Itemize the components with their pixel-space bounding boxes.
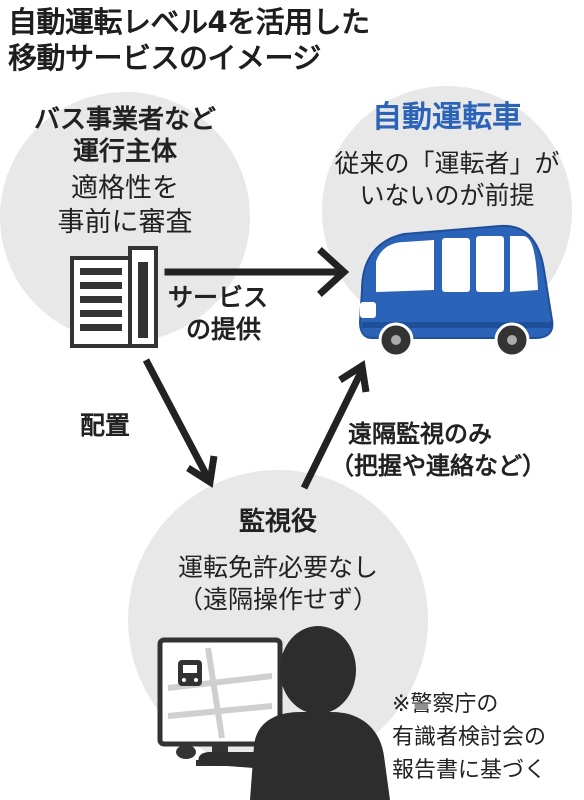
source-note: ※警察庁の 有識者検討会の 報告書に基づく <box>392 688 582 787</box>
service-label-line-2: の提供 <box>186 315 262 344</box>
vehicle-heading: 自動運転車 <box>372 100 522 135</box>
assign-label: 配置 <box>80 411 131 440</box>
note-line-3: 報告書に基づく <box>392 758 547 783</box>
vehicle-desc-line-1: 従来の「運転者」が <box>334 149 560 178</box>
bus-icon <box>358 224 554 358</box>
monitor-description: 運転免許必要なし （遠隔操作せず） <box>128 552 428 616</box>
remote-monitor-label-line-2: （把握や連絡など） <box>330 452 546 480</box>
monitor-heading: 監視役 <box>238 507 317 537</box>
operator-description: 適格性を 事前に審査 <box>0 172 250 240</box>
operator-desc-line-1: 適格性を <box>71 173 179 204</box>
service-arrow <box>164 247 350 297</box>
assign-arrow <box>142 358 218 488</box>
operator-heading-line-1: バス事業者など <box>33 105 216 135</box>
operator-desc-line-2: 事前に審査 <box>57 207 193 238</box>
note-line-1: ※警察庁の <box>392 692 499 717</box>
remote-monitor-label-line-1: 遠隔監視のみ <box>348 420 492 448</box>
monitor-desc-line-1: 運転免許必要なし <box>177 553 378 582</box>
building-icon <box>70 246 158 348</box>
monitor-desc-line-2: （遠隔操作せず） <box>177 585 378 614</box>
remote-monitor-label: 遠隔監視のみ （把握や連絡など） <box>330 418 582 482</box>
title-line-2: 移動サービスのイメージ <box>8 41 321 75</box>
operator-heading: バス事業者など 運行主体 <box>0 104 250 168</box>
remote-monitor-arrow <box>300 360 370 490</box>
vehicle-description: 従来の「運転者」が いないのが前提 <box>312 148 582 212</box>
vehicle-desc-line-2: いないのが前提 <box>359 181 535 210</box>
monitor-workstation-icon <box>157 626 390 800</box>
diagram-title: 自動運転レベル4を活用した 移動サービスのイメージ <box>8 4 578 76</box>
note-line-2: 有識者検討会の <box>392 725 547 750</box>
service-label: サービス の提供 <box>168 282 308 346</box>
title-line-1: 自動運転レベル4を活用した <box>8 5 370 39</box>
operator-heading-line-2: 運行主体 <box>72 137 177 167</box>
service-label-line-1: サービス <box>168 283 269 312</box>
